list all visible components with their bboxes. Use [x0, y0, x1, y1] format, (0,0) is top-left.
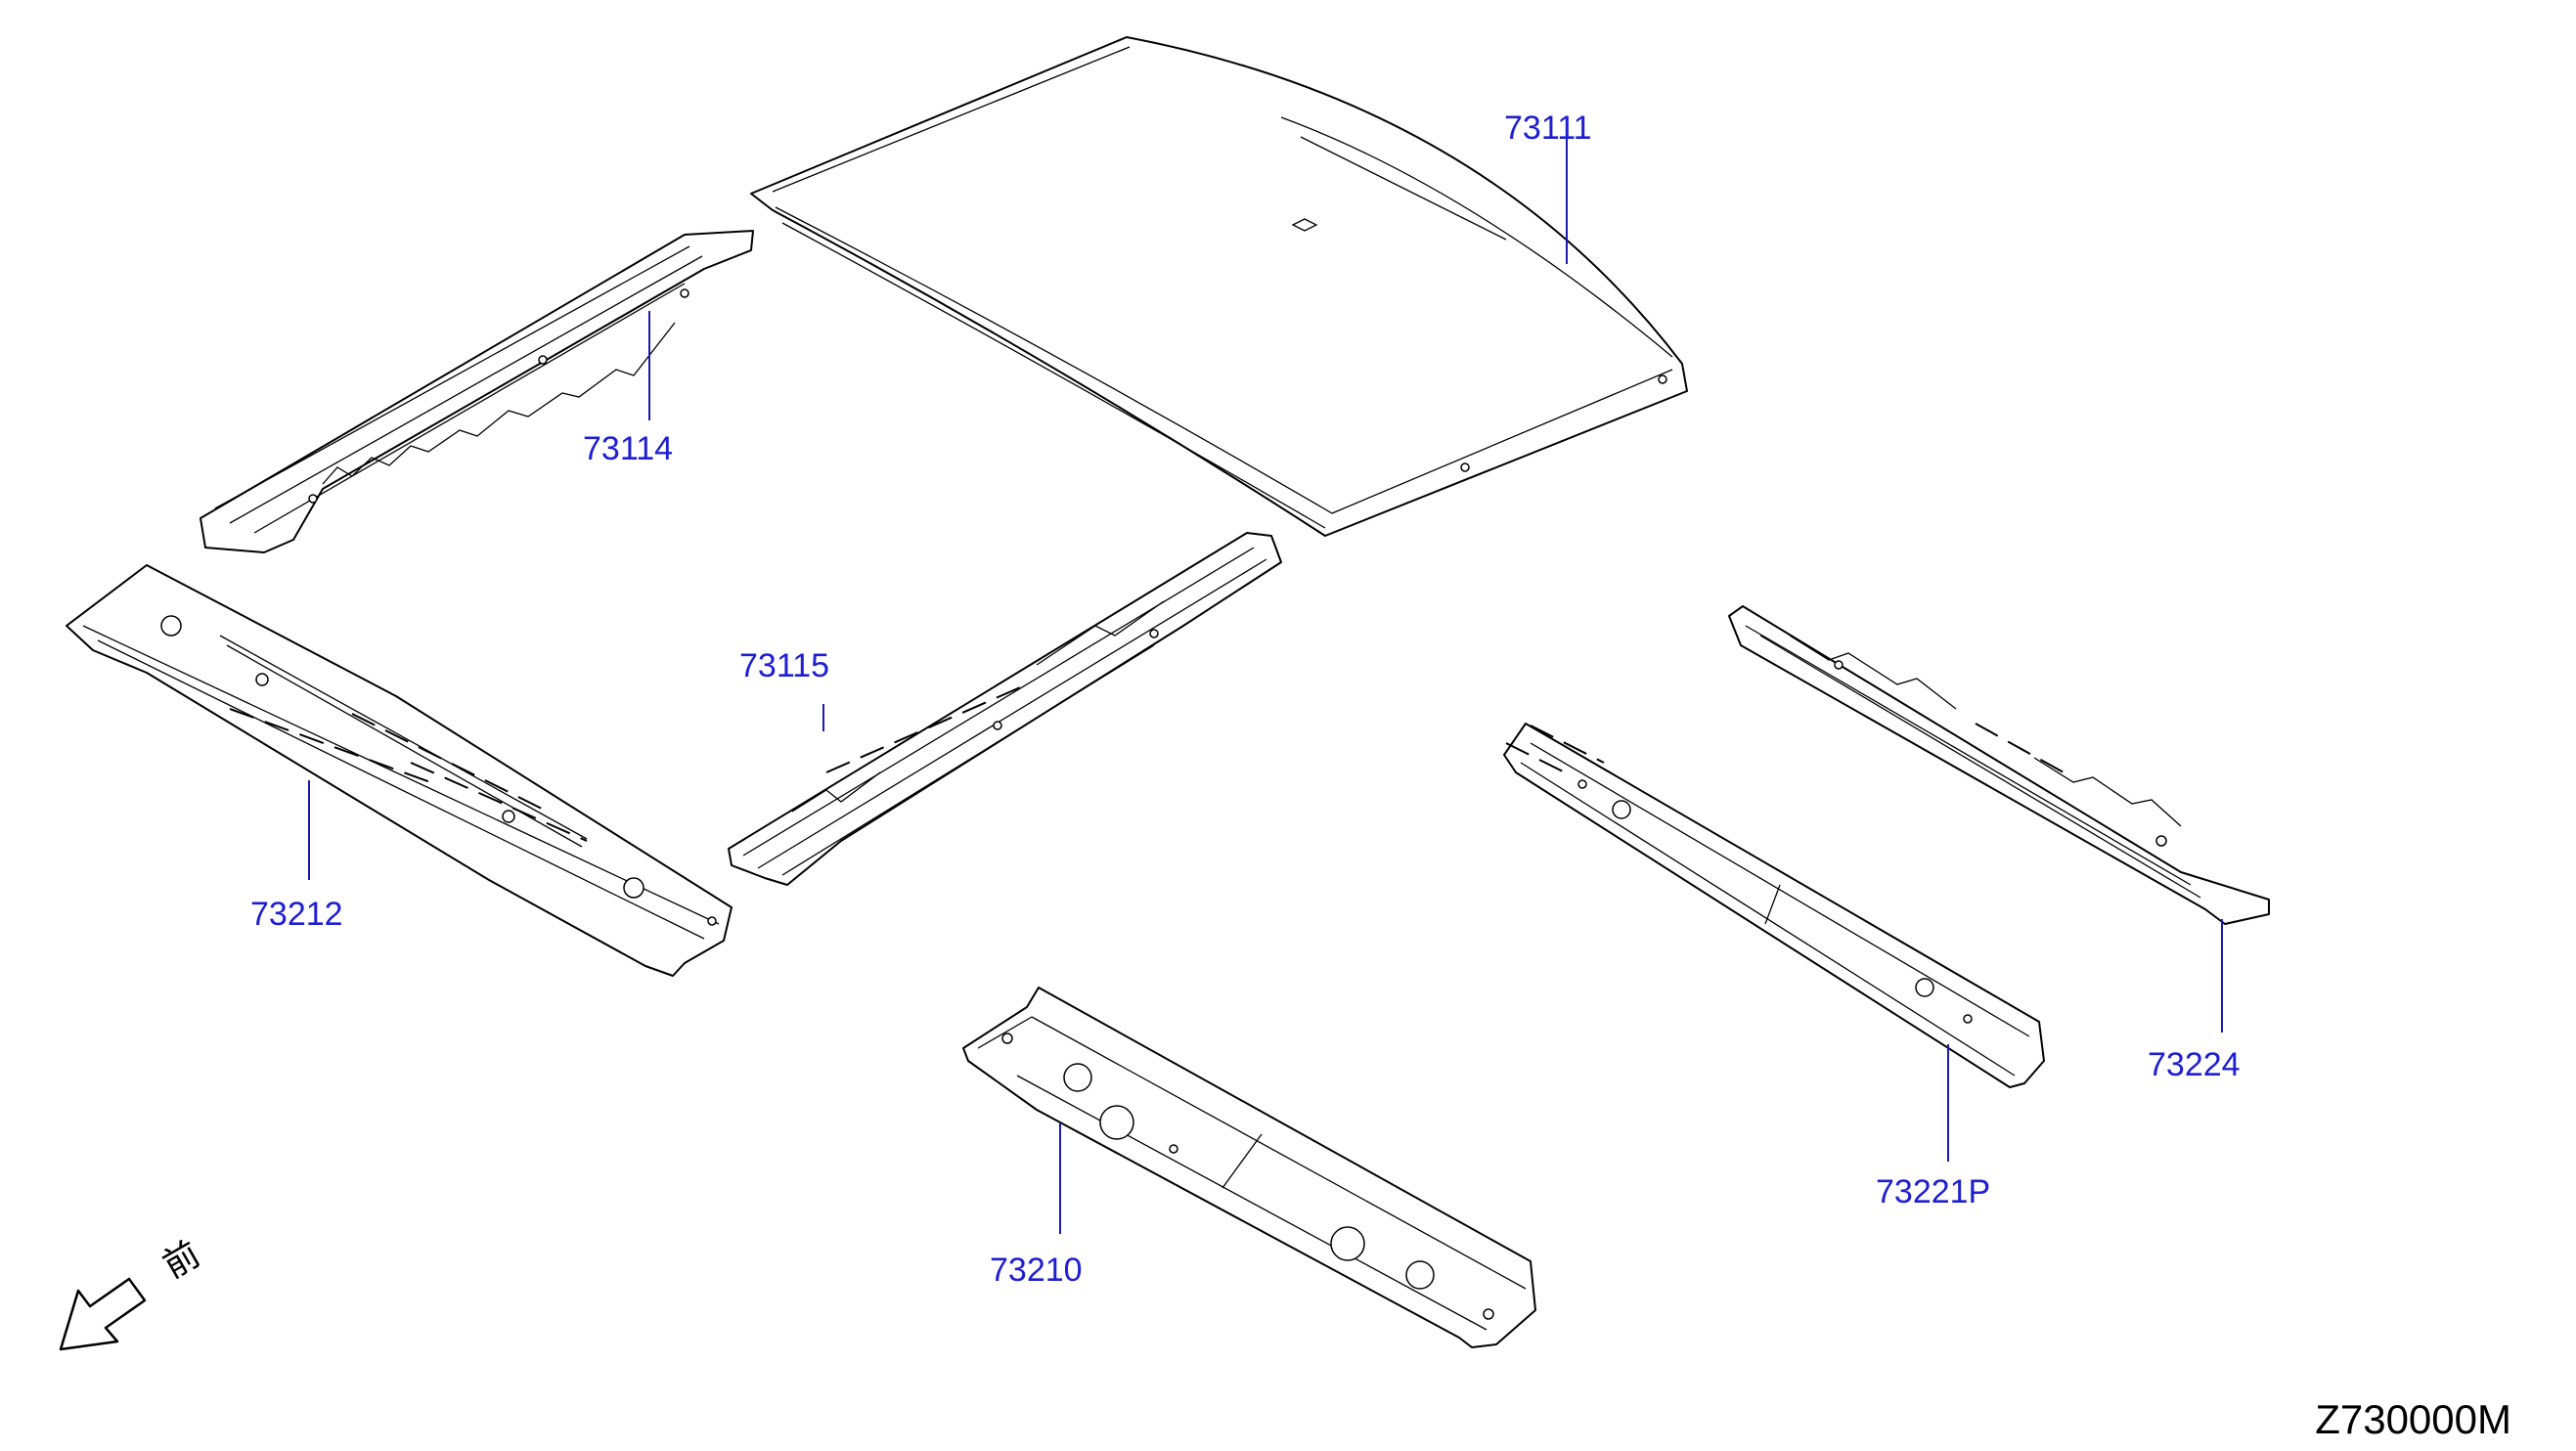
callout-front-rail: 73212 [250, 896, 343, 933]
roof-rail-left [200, 230, 754, 553]
diagram-code: Z730000M [2315, 1396, 2511, 1442]
center-roof-bow [962, 987, 1536, 1348]
direction-label: 前 [156, 1234, 207, 1287]
rear-roof-rail [1728, 605, 2270, 925]
callout-roof: 73111 [1504, 110, 1592, 147]
callout-rear-bow: 73221P [1876, 1173, 1990, 1210]
front-direction-arrow-icon [59, 1277, 147, 1351]
front-roof-rail [66, 564, 733, 977]
rear-roof-bow [1503, 723, 2045, 1088]
roof-rail-right [728, 532, 1282, 886]
leader-lines [308, 137, 2223, 1234]
callout-rail-left: 73114 [583, 430, 673, 467]
callout-rail-right: 73115 [739, 647, 829, 684]
callout-rear-rail: 73224 [2148, 1046, 2241, 1083]
roof-panel [750, 36, 1688, 537]
callout-center-bow: 73210 [990, 1252, 1083, 1289]
